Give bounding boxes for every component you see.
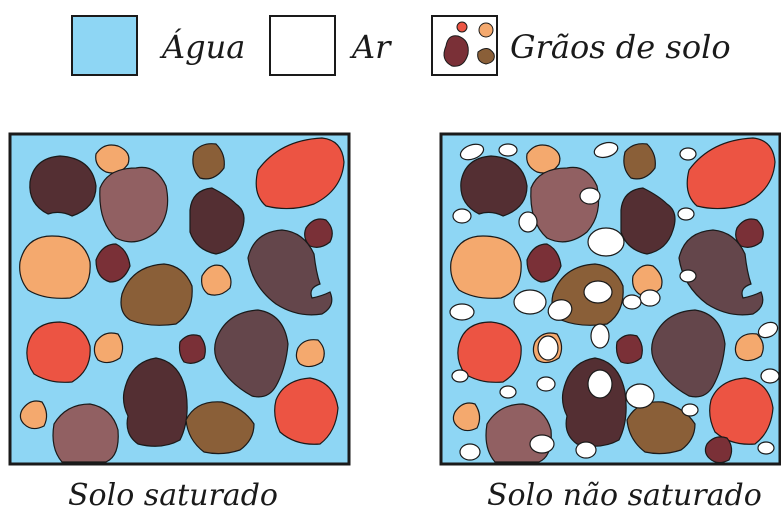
grain — [734, 333, 764, 362]
grain — [122, 357, 188, 447]
legend: Água Ar Grãos de solo — [71, 15, 731, 76]
air-pocket — [583, 280, 613, 304]
grain — [247, 229, 333, 316]
air-pocket — [757, 441, 775, 455]
grain — [26, 321, 91, 383]
air-pocket — [590, 323, 610, 349]
grain — [450, 235, 522, 299]
grain — [620, 187, 676, 255]
air-pocket — [757, 321, 779, 339]
grain — [526, 144, 561, 174]
air-pocket — [547, 299, 573, 321]
grain — [304, 218, 333, 248]
air-pocket — [681, 403, 699, 417]
air-pocket — [537, 335, 559, 361]
grain — [99, 166, 169, 243]
air-pocket — [622, 294, 642, 310]
grain — [178, 334, 206, 364]
air-pocket — [529, 434, 555, 454]
air-pocket — [451, 369, 469, 383]
air-pocket — [449, 303, 475, 321]
grain — [29, 155, 97, 217]
grain — [19, 400, 48, 430]
saturated-soil-panel — [8, 132, 351, 466]
grain — [93, 332, 124, 364]
grain — [530, 166, 600, 243]
legend-water-label: Água — [159, 28, 245, 66]
grain — [452, 402, 481, 432]
air-pocket — [513, 289, 547, 315]
legend-air-label: Ar — [349, 28, 392, 66]
air-pocket — [536, 376, 556, 392]
grain — [735, 218, 764, 248]
grain — [526, 243, 562, 283]
grain — [192, 143, 225, 180]
grain — [185, 401, 255, 455]
air-pocket — [760, 368, 780, 384]
grain — [295, 339, 325, 368]
grain — [615, 334, 643, 364]
air-pocket — [679, 147, 697, 161]
grain — [189, 187, 245, 255]
grain — [120, 263, 193, 326]
grain — [19, 235, 91, 299]
air-pocket — [587, 369, 613, 399]
air-pocket — [677, 207, 695, 221]
air-pocket — [459, 143, 485, 161]
grain — [214, 309, 289, 398]
grain — [274, 377, 339, 445]
grain — [201, 264, 232, 296]
grain — [651, 309, 726, 398]
air-pocket — [499, 385, 517, 399]
air-pocket — [587, 227, 625, 257]
grain — [623, 143, 656, 180]
grain — [95, 243, 131, 283]
legend-air-swatch — [269, 15, 336, 76]
grain — [255, 137, 345, 210]
air-pockets — [449, 141, 780, 461]
air-pocket — [679, 269, 697, 283]
legend-grains-swatch — [431, 15, 498, 76]
air-pocket — [575, 441, 597, 459]
air-pocket — [518, 211, 538, 233]
grain — [460, 155, 528, 217]
air-pocket — [459, 443, 481, 461]
air-pocket — [593, 141, 619, 159]
grain — [95, 144, 130, 174]
legend-grains-label: Grãos de solo — [510, 28, 731, 66]
grain — [678, 229, 764, 316]
unsaturated-soil-panel — [439, 132, 781, 466]
grain — [52, 403, 119, 463]
grain — [709, 377, 774, 445]
saturated-caption: Solo saturado — [68, 478, 278, 513]
grain — [632, 264, 663, 296]
air-pocket — [452, 208, 472, 224]
air-pocket — [625, 383, 655, 409]
grain — [704, 436, 733, 464]
air-pocket — [498, 143, 518, 157]
air-pocket — [639, 289, 661, 307]
grain — [626, 401, 696, 455]
grain — [686, 137, 776, 210]
legend-water-swatch — [71, 15, 138, 76]
air-pocket — [579, 187, 601, 205]
unsaturated-caption: Solo não saturado — [487, 478, 762, 513]
